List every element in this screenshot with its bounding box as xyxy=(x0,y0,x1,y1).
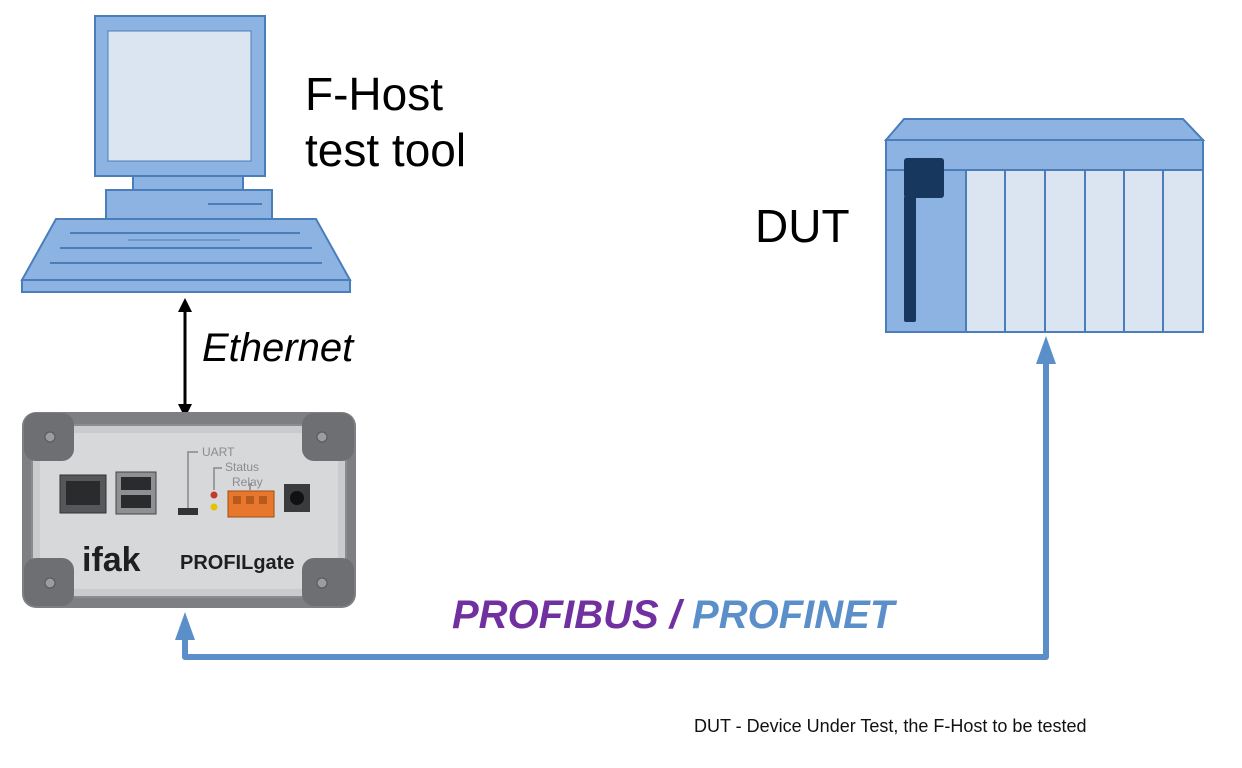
profinet-label: PROFINET xyxy=(692,593,895,637)
port-label-uart: UART xyxy=(202,445,235,459)
monitor xyxy=(94,15,266,177)
bus-connection-arrow xyxy=(175,336,1056,660)
ethernet-label: Ethernet xyxy=(202,326,354,370)
computer-icon xyxy=(20,15,352,293)
keyboard xyxy=(20,218,352,293)
product-name: PROFILgate xyxy=(180,552,294,574)
profilgate-device: UART Status Relay ifak PROFILgate xyxy=(22,412,356,608)
computer-base xyxy=(105,189,273,220)
profibus-label: PROFIBUS / xyxy=(452,593,681,637)
fhost-label-line1: F-Host xyxy=(305,68,443,120)
ethernet-arrow xyxy=(178,298,192,418)
fhost-label-line2: test tool xyxy=(305,124,467,176)
dut-device-icon xyxy=(883,118,1206,333)
monitor-stand xyxy=(132,175,244,191)
port-label-status: Status xyxy=(225,460,259,474)
dut-label: DUT xyxy=(755,200,850,252)
fhost-test-tool-label: F-Host test tool xyxy=(305,66,466,178)
footnote: DUT - Device Under Test, the F-Host to b… xyxy=(694,716,1087,736)
bus-protocol-label: PROFIBUS / PROFINET xyxy=(452,595,894,635)
brand-logo-text: ifak xyxy=(82,541,141,579)
port-label-relay: Relay xyxy=(232,475,263,489)
